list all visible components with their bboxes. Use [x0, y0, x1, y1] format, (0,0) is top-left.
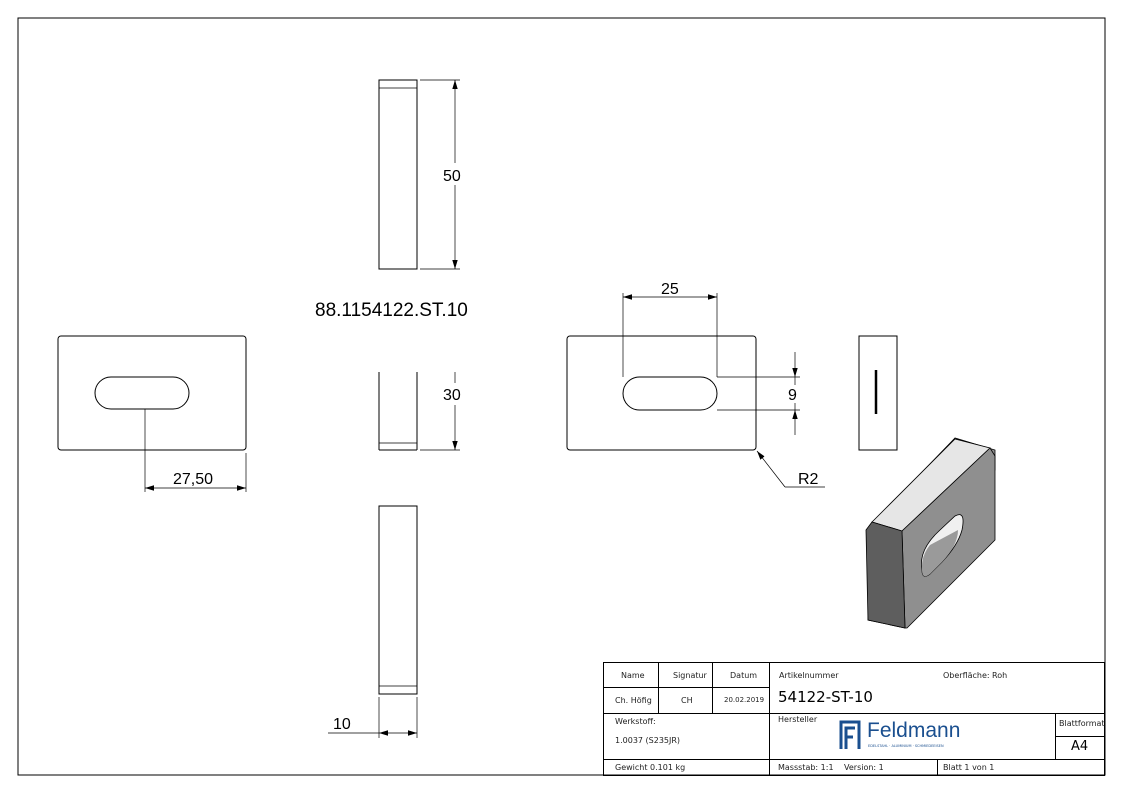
article-number: 54122-ST-10: [778, 688, 873, 706]
format-value: A4: [1071, 739, 1089, 754]
feldmann-logo: Feldmann EDELSTAHL · ALUMINIUM · SCHMIED…: [838, 719, 963, 753]
format-label: Blattformat: [1059, 719, 1105, 728]
material-label: Werkstoff:: [615, 717, 656, 726]
date-header: Datum: [730, 671, 758, 680]
weight: Gewicht 0.101 kg: [615, 763, 686, 772]
left-front-view: 27,50: [57, 335, 247, 492]
version: Version: 1: [844, 763, 884, 772]
right-front-view: 25 9 R2: [566, 281, 825, 488]
bottom-view: 10: [328, 505, 418, 738]
top-view: 50: [378, 79, 468, 270]
middle-view: 30: [378, 372, 468, 451]
article-label: Artikelnummer: [779, 671, 839, 680]
drawing-frame: [17, 17, 1106, 776]
dimension-r2: R2: [798, 471, 819, 488]
signature-header: Signatur: [673, 671, 707, 680]
scale: Massstab: 1:1: [778, 763, 834, 772]
name-header: Name: [621, 671, 645, 680]
manufacturer-label: Hersteller: [778, 715, 818, 724]
surface-label: Oberfläche:: [943, 671, 990, 680]
part-label: 88.1154122.ST.10: [315, 300, 468, 321]
surface-value: Roh: [992, 671, 1008, 680]
side-view: [858, 335, 898, 451]
dimension-30: 30: [443, 387, 461, 404]
name-value: Ch. Höfig: [615, 696, 652, 705]
dimension-10: 10: [333, 716, 351, 733]
isometric-view: [865, 437, 996, 629]
dimension-27-50: 27,50: [173, 471, 213, 488]
sheet: Blatt 1 von 1: [943, 763, 995, 772]
material-value: 1.0037 (S235JR): [615, 736, 681, 745]
dimension-25: 25: [661, 281, 679, 298]
dimension-50: 50: [443, 168, 461, 185]
signature-value: CH: [681, 696, 693, 705]
title-block: Name Signatur Datum Ch. Höfig CH 20.02.2…: [603, 662, 1105, 776]
dimension-9: 9: [788, 387, 797, 404]
date-value: 20.02.2019: [724, 696, 765, 704]
